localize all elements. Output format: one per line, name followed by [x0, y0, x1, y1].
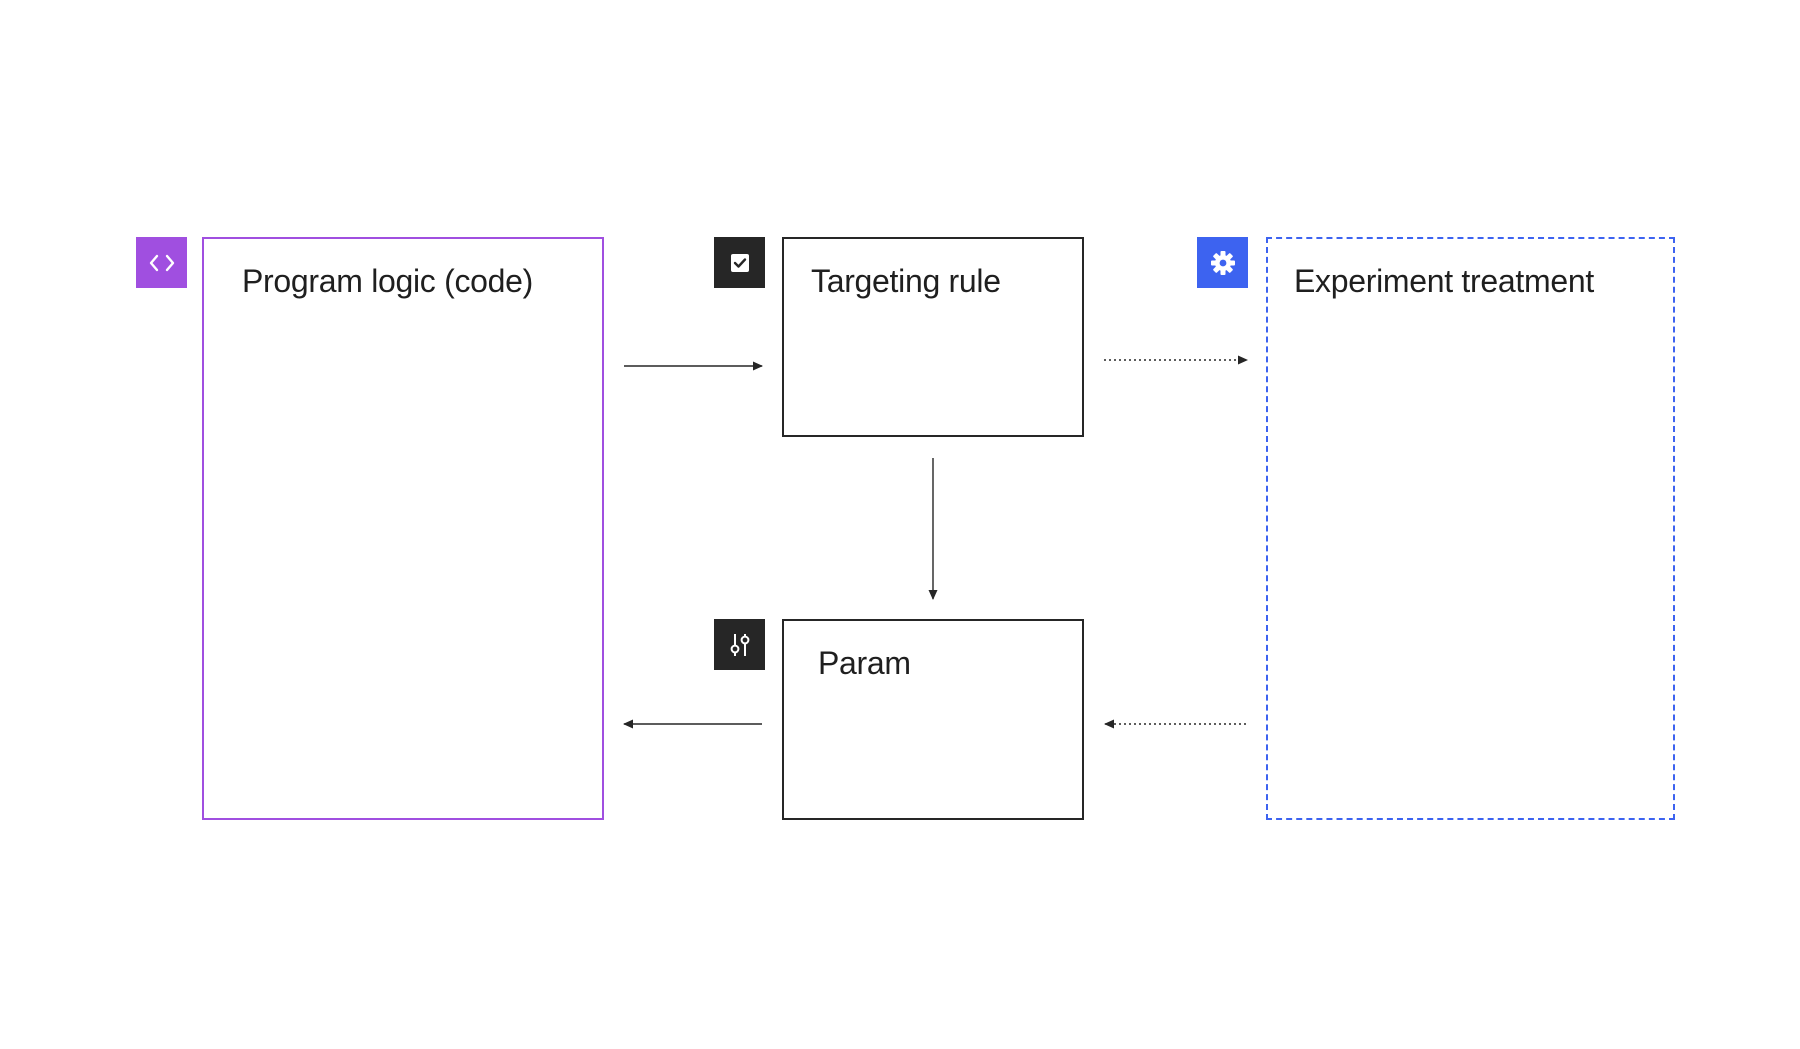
checkbox-icon [730, 253, 749, 272]
param-box: Param [782, 619, 1084, 820]
sliders-icon [730, 633, 749, 656]
sliders-tile [714, 619, 765, 670]
gear-tile [1197, 237, 1248, 288]
experiment-treatment-box: Experiment treatment [1266, 237, 1675, 820]
code-tile [136, 237, 187, 288]
gear-icon [1210, 250, 1235, 275]
code-brackets-icon [149, 254, 174, 271]
targeting-rule-label: Targeting rule [811, 263, 1001, 299]
targeting-rule-box: Targeting rule [782, 237, 1084, 437]
checkbox-tile [714, 237, 765, 288]
experiment-treatment-label: Experiment treatment [1294, 263, 1594, 299]
program-logic-label: Program logic (code) [242, 263, 534, 299]
program-logic-box: Program logic (code) [202, 237, 604, 820]
param-label: Param [818, 645, 911, 681]
